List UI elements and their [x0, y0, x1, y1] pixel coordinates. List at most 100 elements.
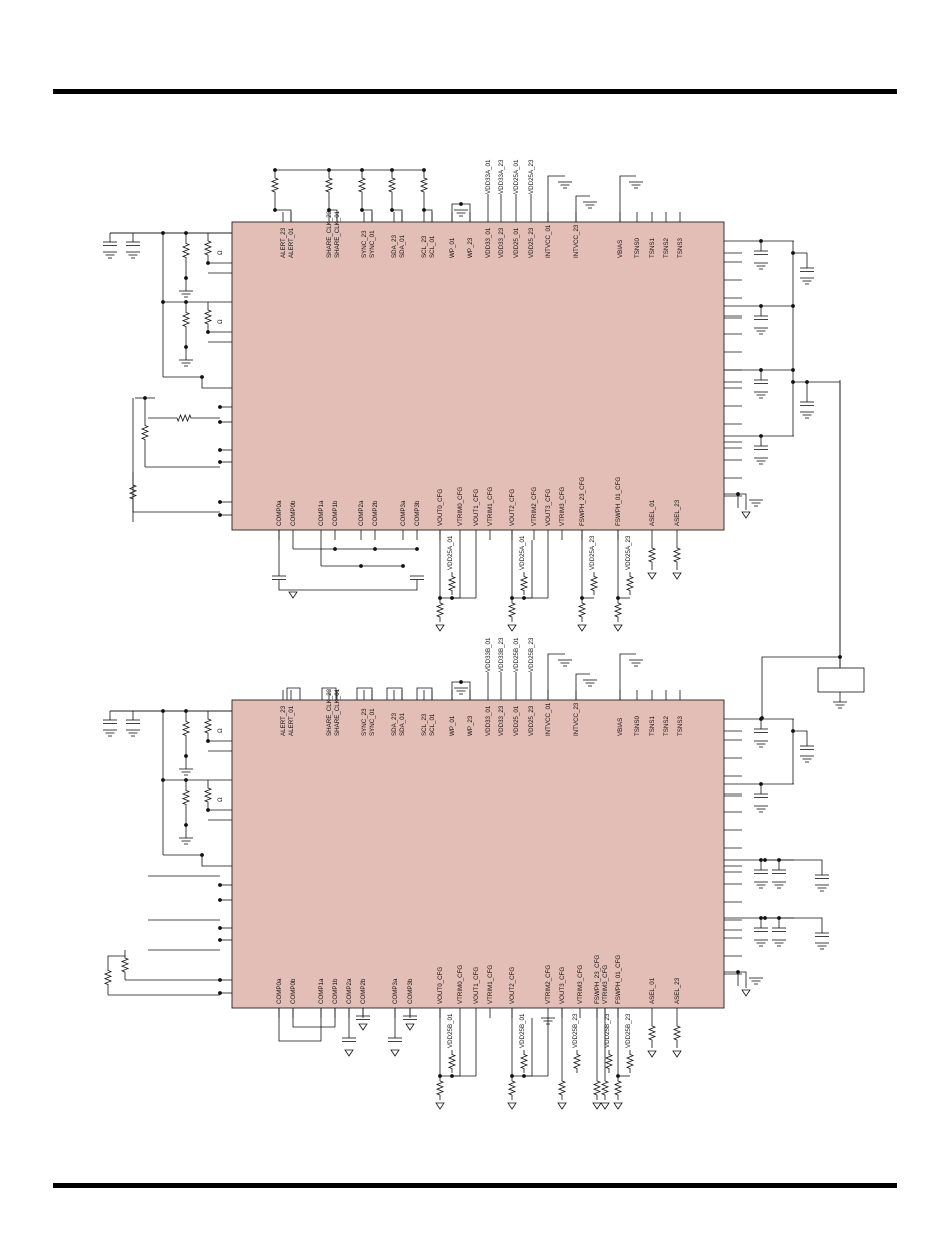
ground-symbol	[558, 659, 572, 667]
top-pin-label: SYNC_23	[361, 708, 368, 736]
wire	[724, 971, 747, 988]
wire	[793, 730, 808, 746]
top-pin-label: VDD33_01	[485, 705, 492, 736]
bottom-pin-label: VTRIM2_CFG	[545, 965, 552, 1004]
capacitor	[772, 927, 786, 932]
resistor	[270, 170, 280, 200]
junction-dot	[401, 564, 405, 568]
bottom-pin-label: VOUT1_CFG	[473, 967, 480, 1004]
top-pin-label: VDD25_01	[513, 227, 520, 258]
capacitor	[356, 1015, 370, 1020]
resistor	[577, 598, 587, 622]
capacitor	[772, 869, 786, 874]
resistor	[181, 233, 191, 268]
top-pin-label: SHARE_CLK_01	[334, 210, 341, 258]
ground-symbol	[749, 499, 763, 507]
ground-symbol	[772, 939, 786, 947]
resistor	[203, 780, 213, 810]
ground-arrow	[288, 591, 298, 599]
ground-symbol	[103, 729, 117, 737]
supply-label: VDD33B_01	[485, 637, 492, 672]
junction-dot	[200, 375, 204, 379]
resistor	[435, 598, 445, 622]
wire	[107, 955, 125, 960]
resistor	[148, 413, 220, 423]
top-pin-label: ALERT_01	[288, 227, 295, 258]
top-pin-label: VDD33_23	[498, 705, 505, 736]
capacitor	[800, 267, 814, 272]
top-pin-label: SHARE_CLK_23	[326, 688, 333, 736]
bottom-pin-label: ASEL_23	[674, 977, 681, 1004]
ground-arrow	[435, 624, 445, 632]
shared-oscillator	[760, 380, 865, 720]
wire	[163, 376, 232, 389]
resistor	[647, 540, 657, 570]
bottom-pin-label: VTRIM3_CFG	[559, 487, 566, 526]
top-pin-label: SDA_23	[391, 712, 398, 736]
supply-label: VDD25B_23	[625, 1013, 632, 1048]
bottom-pin-label: VTRIM3_CFG	[577, 965, 584, 1004]
capacitor	[800, 745, 814, 750]
top-pin-label: VDD33_01	[485, 227, 492, 258]
supply-label: VDD25B_01	[519, 1013, 526, 1048]
ground-arrow	[405, 1023, 415, 1031]
ground-symbol	[179, 837, 193, 845]
capacitor	[754, 793, 768, 798]
capacitor	[754, 728, 768, 733]
bottom-pin-label: FSWPH_23_CFG	[594, 955, 601, 1004]
ohm-mark: Ω	[217, 250, 224, 255]
top-pin-label: SDA_01	[399, 234, 406, 258]
wire	[547, 653, 565, 700]
ground-symbol	[754, 939, 768, 947]
junction-dot	[459, 202, 463, 206]
junction-dot	[763, 858, 767, 862]
ground-symbol	[754, 262, 768, 270]
pullup-tie	[392, 209, 403, 222]
pullup-tie	[362, 209, 373, 222]
ground-symbol	[772, 881, 786, 889]
ground-arrow	[358, 1023, 368, 1031]
wire	[278, 1008, 322, 1042]
wire	[765, 859, 823, 875]
resistor	[128, 472, 138, 512]
top-pin-label: VBIAS	[617, 718, 624, 736]
top-pin-label: TSNS2	[663, 237, 670, 258]
bottom-pin-label: VTRIM2_CFG	[531, 487, 538, 526]
top-pin-label: TSNS2	[663, 715, 670, 736]
ground-arrow	[647, 1050, 657, 1058]
top-pin-label: WP_23	[467, 715, 474, 736]
junction-dot	[791, 304, 795, 308]
ground-symbol	[179, 290, 193, 298]
wire	[575, 673, 590, 700]
capacitor	[800, 401, 814, 406]
top-pin-label: INTVCC_23	[573, 702, 580, 736]
top-pin-label: VDD25_01	[513, 705, 520, 736]
resistor	[672, 1018, 682, 1048]
supply-label: VDD25A_01	[519, 535, 526, 570]
ground-symbol	[558, 181, 572, 189]
pullup-tie	[275, 209, 292, 222]
bottom-pin-label: COMP1b	[332, 978, 339, 1004]
junction-dot	[760, 716, 764, 720]
bottom-pin-label: COMP0b	[290, 978, 297, 1004]
resistor	[625, 1050, 635, 1073]
bottom-pin-label: ASEL_01	[649, 977, 656, 1004]
wire	[793, 381, 841, 667]
resistor	[140, 398, 150, 467]
supply-label: VDD33A_23	[498, 159, 505, 194]
top-pin-label: TSNS0	[634, 237, 641, 258]
resistor	[557, 1076, 567, 1100]
ground-symbol	[583, 679, 597, 687]
bottom-pin-label: VOUT0_CFG	[437, 967, 444, 1004]
bottom-pin-label: VOUT3_CFG	[559, 967, 566, 1004]
wire	[163, 854, 232, 867]
ground-arrow	[577, 624, 587, 632]
bottom-pin-label: VOUT3_CFG	[545, 489, 552, 526]
supply-label: VDD25B_23	[528, 637, 535, 672]
capacitor	[126, 241, 140, 246]
pin-tie	[386, 687, 403, 700]
bottom-pin-label: VTRIM1_CFG	[487, 965, 494, 1004]
ground-arrow	[613, 1102, 623, 1110]
resistor	[435, 1076, 445, 1100]
